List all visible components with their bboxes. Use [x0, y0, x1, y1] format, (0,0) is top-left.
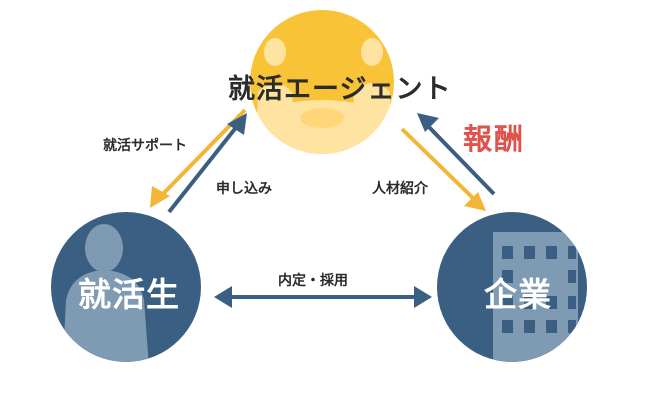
agent-title: 就活エージェント — [228, 74, 452, 105]
student-title: 就活生 — [78, 275, 180, 314]
reward-arrow — [417, 113, 496, 196]
student-node — [51, 212, 201, 362]
apply-label: 申し込み — [216, 181, 272, 197]
introduction-arrow — [400, 127, 486, 211]
offer-hiring-arrow — [214, 286, 432, 308]
offer-hiring-label: 内定・採用 — [278, 273, 348, 289]
support-label: 就活サポート — [103, 138, 187, 154]
introduction-label: 人材紹介 — [372, 181, 428, 197]
company-node — [437, 212, 587, 362]
apply-arrow — [167, 113, 247, 214]
building-icon — [493, 232, 578, 362]
reward-label: 報酬 — [463, 122, 526, 156]
company-title: 企業 — [484, 275, 552, 314]
